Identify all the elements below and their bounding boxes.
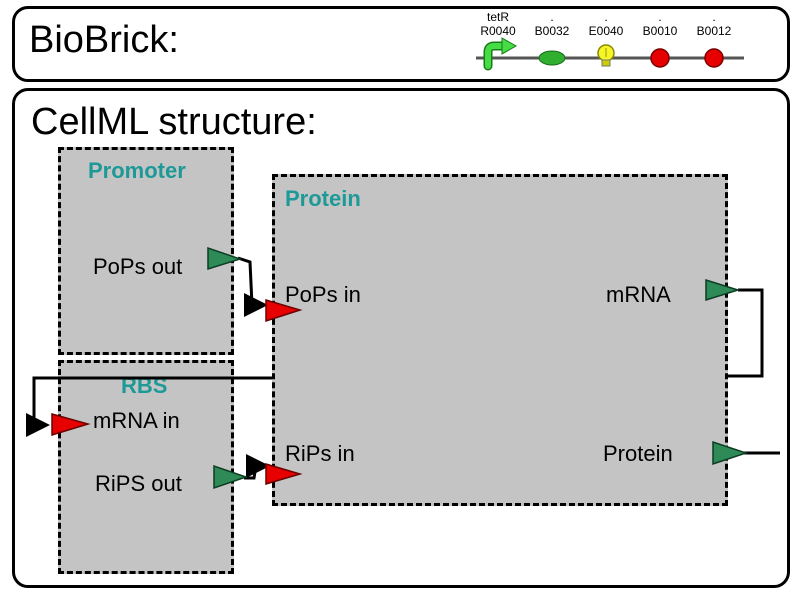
part-label-b0010: B0010 xyxy=(642,24,678,38)
mrna-in-label: mRNA in xyxy=(93,408,180,433)
part-label-b0012: B0012 xyxy=(696,24,732,38)
mrna-out-label: mRNA xyxy=(606,282,671,307)
mrna-in-port-icon xyxy=(51,413,91,437)
pops-out-port-icon xyxy=(207,246,243,271)
part-sublabel-r0040: tetR xyxy=(486,10,509,24)
promoter-part-icon xyxy=(483,37,518,71)
rips-connection-line xyxy=(244,454,270,480)
mrna-connection-line-2 xyxy=(26,376,272,437)
rbs-part-icon xyxy=(538,50,566,66)
reporter-part-icon xyxy=(597,44,615,67)
mrna-connection-line xyxy=(728,288,764,378)
terminator-b0012-icon xyxy=(704,48,724,68)
biobrick-title: BioBrick: xyxy=(29,19,179,61)
part-sublabel-b0010: . xyxy=(658,10,662,24)
promoter-component-box xyxy=(58,147,234,355)
pops-in-port-icon xyxy=(265,298,303,323)
part-label-e0040: E0040 xyxy=(588,24,624,38)
cellml-title: CellML structure: xyxy=(31,101,317,143)
rips-in-port-icon xyxy=(265,462,303,486)
pops-connection-line xyxy=(237,256,268,317)
terminator-b0010-icon xyxy=(650,48,670,68)
pops-out-label: PoPs out xyxy=(93,254,183,279)
protein-component-title: Protein xyxy=(285,186,361,211)
protein-component-box xyxy=(272,174,728,506)
part-sublabel-e0040: . xyxy=(604,10,608,24)
part-label-b0032: B0032 xyxy=(534,24,570,38)
part-label-r0040: R0040 xyxy=(480,24,516,38)
rbs-component-box xyxy=(58,360,234,574)
rips-out-port-icon xyxy=(213,464,249,490)
protein-out-port-icon xyxy=(712,440,749,466)
biobrick-strip xyxy=(476,37,744,71)
part-sublabel-b0012: . xyxy=(712,10,716,24)
part-sublabel-b0032: . xyxy=(550,10,554,24)
promoter-component-title: Promoter xyxy=(88,158,186,183)
rips-in-label: RiPs in xyxy=(285,441,355,466)
biobrick-panel: BioBrick: xyxy=(12,6,790,82)
mrna-out-port-icon xyxy=(705,278,741,302)
rips-out-label: RiPS out xyxy=(95,471,182,496)
pops-in-label: PoPs in xyxy=(285,282,361,307)
protein-out-label: Protein xyxy=(603,441,673,466)
